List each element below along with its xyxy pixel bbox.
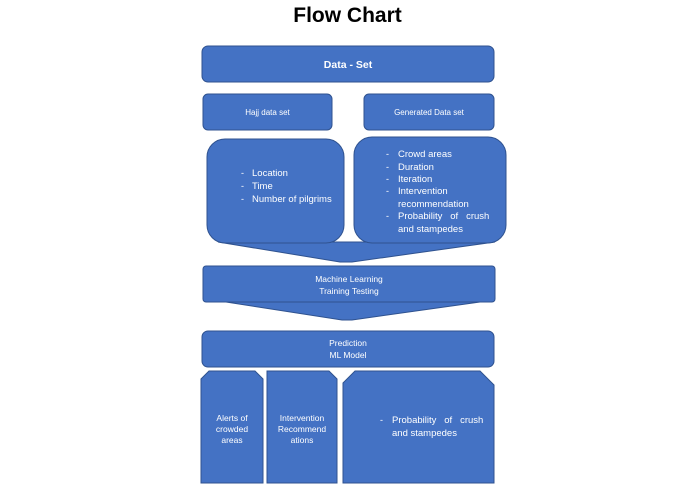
- probability-box: [342, 370, 495, 484]
- hajj-bullet: -: [241, 181, 244, 191]
- intervention-label-line3: ations: [291, 435, 314, 445]
- intervention-box: [266, 370, 338, 484]
- probability-bullet: -: [380, 415, 383, 425]
- generated-bullet: -: [386, 162, 389, 172]
- ml-label-line2: Training Testing: [319, 286, 379, 296]
- generated-feature-recommendation: recommendation: [398, 199, 469, 210]
- hajj-feature-pilgrims: Number of pilgrims: [252, 194, 332, 205]
- hajj-features-box: [206, 138, 345, 244]
- generated-dataset-box: [363, 93, 495, 131]
- hajj-feature-location: Location: [252, 168, 288, 179]
- hajj-dataset-box: [202, 93, 333, 131]
- alerts-label-line2: crowded: [216, 424, 248, 434]
- hajj-feature-list: - Location - Time - Number of pilgrims: [241, 168, 332, 205]
- generated-feature-intervention: Intervention: [398, 186, 448, 197]
- hajj-bullet: -: [241, 168, 244, 178]
- probability-label-line1: Probability of crush: [392, 415, 483, 426]
- hajj-dataset-label: Hajj data set: [245, 108, 290, 117]
- generated-feature-duration: Duration: [398, 162, 434, 173]
- generated-dataset-label: Generated Data set: [394, 108, 465, 117]
- generated-bullet: -: [386, 149, 389, 159]
- generated-feature-crowd-areas: Crowd areas: [398, 149, 452, 160]
- alerts-box: [200, 370, 264, 484]
- generated-feature-iteration: Iteration: [398, 174, 432, 185]
- prediction-box: [201, 330, 495, 368]
- prediction-label-line2: ML Model: [329, 350, 366, 360]
- generated-feature-probability: Probability of crush: [398, 211, 489, 222]
- generated-bullet: -: [386, 186, 389, 196]
- generated-bullet: -: [386, 211, 389, 221]
- page-title: Flow Chart: [293, 4, 402, 27]
- hajj-bullet: -: [241, 194, 244, 204]
- alerts-label-line1: Alerts of: [216, 413, 248, 423]
- ml-box: [202, 265, 496, 303]
- generated-features-box: [353, 136, 507, 244]
- generated-feature-list: - Crowd areas - Duration - Iteration - I…: [386, 149, 489, 235]
- ml-label-line1: Machine Learning: [315, 274, 383, 284]
- hajj-feature-time: Time: [252, 181, 273, 192]
- merge-funnel: [217, 241, 496, 263]
- generated-bullet: -: [386, 174, 389, 184]
- intervention-label-line1: Intervention: [280, 413, 325, 423]
- prediction-label-line1: Prediction: [329, 338, 367, 348]
- ml-funnel: [225, 301, 481, 321]
- dataset-label: Data - Set: [324, 59, 373, 71]
- alerts-label-line3: areas: [221, 435, 242, 445]
- generated-feature-stampedes: and stampedes: [398, 224, 463, 235]
- dataset-box: [201, 45, 495, 83]
- intervention-label-line2: Recommend: [278, 424, 326, 434]
- probability-label-line2: and stampedes: [392, 428, 457, 439]
